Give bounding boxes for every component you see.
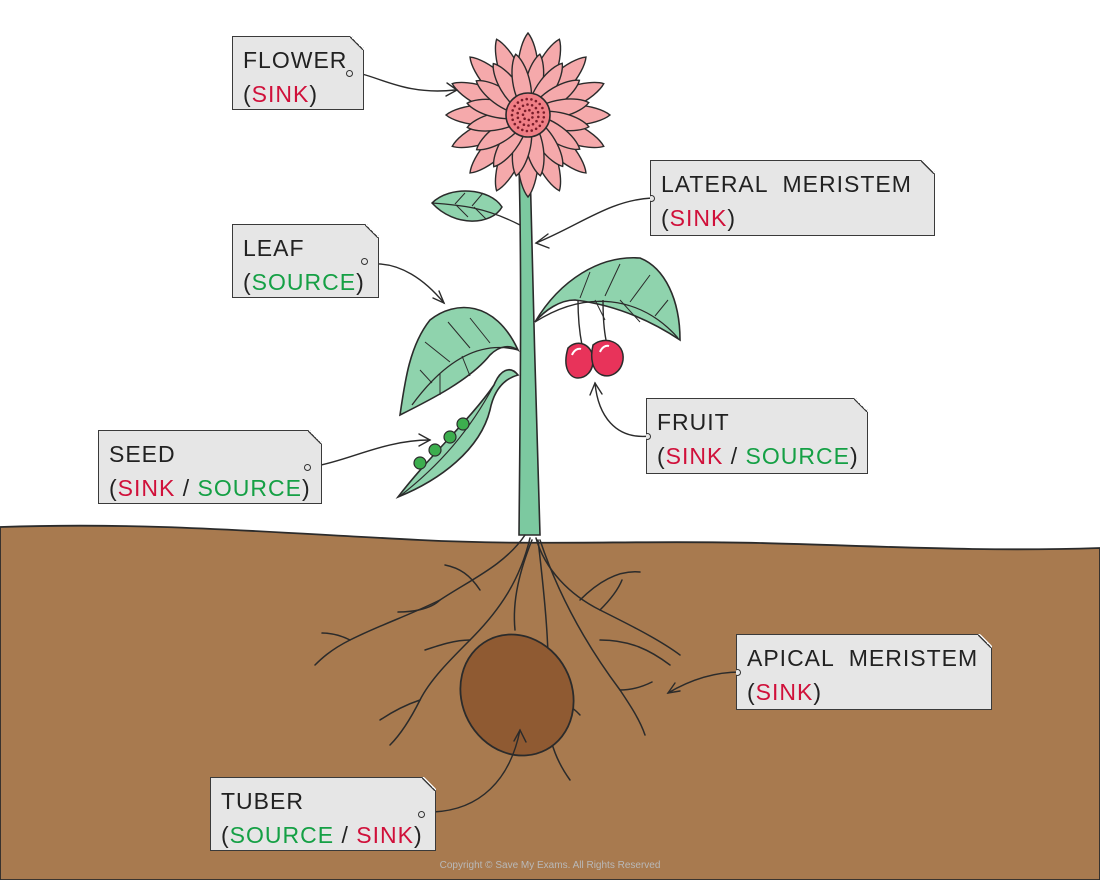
label-leaf-role: (SOURCE) — [243, 269, 365, 295]
center-dot — [521, 104, 525, 108]
center-dot — [522, 123, 526, 126]
center-dot — [530, 104, 534, 107]
center-dot — [521, 128, 524, 132]
center-dot — [527, 124, 530, 127]
arrow-flower — [361, 73, 456, 92]
label-seed-role: (SINK / SOURCE) — [109, 475, 311, 501]
roots — [314, 534, 681, 781]
role-source: SOURCE — [229, 822, 335, 848]
label-lateral-meristem-role: (SINK) — [661, 205, 737, 231]
center-dot — [534, 127, 538, 131]
label-seed-name: SEED — [109, 441, 176, 467]
center-dot — [523, 117, 526, 120]
label-apical-meristem-name: APICAL MERISTEM — [747, 645, 979, 671]
label-flower-role: (SINK) — [243, 81, 319, 107]
center-dot — [510, 113, 514, 117]
arrow-tuber — [432, 729, 521, 813]
label-apical-meristem-role: (SINK) — [747, 679, 823, 705]
label-apical-meristem: APICAL MERISTEM (SINK) — [736, 634, 992, 710]
flower-center-dots — [510, 97, 546, 133]
center-dot — [525, 129, 529, 133]
tag-hole — [418, 811, 425, 818]
center-dot — [537, 115, 540, 119]
role-sink: SINK — [251, 81, 310, 107]
center-dot — [538, 124, 542, 128]
role-source: SOURCE — [197, 475, 302, 501]
center-dot — [531, 122, 535, 126]
arrow-fruit — [594, 382, 651, 438]
label-fruit-name: FRUIT — [657, 409, 730, 435]
tuber — [459, 633, 575, 757]
leaf-large-left — [398, 306, 520, 417]
label-leaf: LEAF (SOURCE) — [232, 224, 379, 298]
role-sink: SINK — [669, 205, 728, 231]
center-dot — [531, 111, 534, 115]
center-dot — [523, 109, 527, 113]
label-fruit-role: (SINK / SOURCE) — [657, 443, 859, 469]
center-dot — [516, 126, 520, 129]
arrow-apical — [667, 671, 741, 694]
center-dot — [511, 118, 514, 122]
center-dot — [541, 120, 544, 124]
center-dot — [531, 116, 534, 119]
center-dot — [516, 111, 519, 115]
role-sink: SINK — [665, 443, 724, 469]
center-dot — [528, 108, 531, 112]
center-dot — [534, 99, 538, 103]
stem — [518, 164, 541, 536]
seed-pod — [395, 369, 520, 499]
label-tuber-name: TUBER — [221, 788, 304, 814]
label-flower: FLOWER (SINK) — [232, 36, 364, 110]
label-tuber-role: (SOURCE / SINK) — [221, 822, 423, 848]
pointer-arrows — [315, 73, 741, 813]
label-seed: SEED (SINK / SOURCE) — [98, 430, 322, 504]
label-fruit: FRUIT (SINK / SOURCE) — [646, 398, 868, 474]
center-dot — [530, 98, 533, 101]
center-dot — [518, 120, 522, 124]
leaf-large-right — [534, 257, 681, 342]
center-dot — [542, 111, 546, 114]
center-dot — [541, 106, 544, 110]
fruit — [565, 299, 624, 379]
role-source: SOURCE — [745, 443, 850, 469]
tag-hole — [304, 464, 311, 471]
center-dot — [516, 101, 520, 104]
arrow-seed — [315, 439, 431, 467]
center-dot — [542, 116, 546, 119]
role-sink: SINK — [356, 822, 414, 848]
center-dot — [525, 97, 528, 101]
center-dot — [511, 109, 514, 112]
role-source: SOURCE — [251, 269, 357, 295]
center-dot — [526, 103, 529, 106]
label-tuber: TUBER (SOURCE / SINK) — [210, 777, 436, 851]
center-dot — [521, 113, 525, 116]
tag-hole — [346, 70, 353, 77]
label-lateral-meristem-name: LATERAL MERISTEM — [661, 171, 912, 197]
role-sink: SINK — [117, 475, 176, 501]
leaf-small — [430, 190, 521, 226]
tag-hole — [361, 258, 368, 265]
center-dot — [516, 116, 520, 120]
center-dot — [527, 118, 531, 122]
center-dot — [518, 107, 521, 111]
center-dot — [536, 110, 540, 114]
copyright-notice: Copyright © Save My Exams. All Rights Re… — [439, 860, 661, 871]
label-lateral-meristem: LATERAL MERISTEM (SINK) — [650, 160, 935, 236]
center-dot — [538, 102, 541, 106]
label-flower-name: FLOWER — [243, 47, 348, 73]
center-dot — [535, 119, 538, 123]
center-dot — [520, 98, 524, 102]
center-dot — [534, 106, 538, 110]
center-dot — [513, 104, 516, 108]
role-sink: SINK — [755, 679, 814, 705]
arrow-lateral — [535, 197, 653, 244]
arrow-leaf — [371, 263, 445, 304]
center-dot — [513, 122, 517, 126]
center-dot — [530, 129, 533, 132]
label-leaf-name: LEAF — [243, 235, 305, 261]
